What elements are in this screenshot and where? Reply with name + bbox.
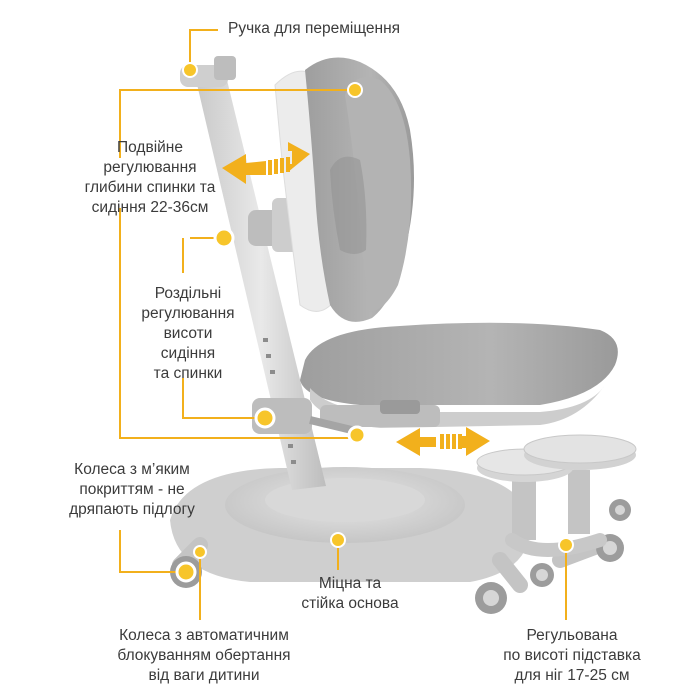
seat (300, 322, 618, 428)
double-arrow-icon (396, 427, 490, 456)
backrest (305, 57, 414, 322)
height-line-1: Роздільні (154, 285, 222, 302)
callout-lines (119, 29, 567, 620)
auto-lock-wheels-label: Колеса з автоматичним блокуванням оберта… (104, 626, 304, 686)
depth-line-4: сидіння 22-36см (91, 199, 209, 216)
soft-wheels-line-3: дряпають підлогу (69, 501, 195, 518)
soft-wheels-line-2: покриттям - не (79, 481, 185, 498)
base-line-1: Міцна та (318, 575, 382, 592)
handle-label: Ручка для переміщення (228, 19, 400, 39)
base-label: Міцна та стійка основа (288, 574, 412, 614)
auto-lock-line-1: Колеса з автоматичним (119, 627, 289, 644)
depth-adjust-label: Подвійне регулювання глибини спинки та с… (80, 138, 220, 218)
footrest-line-2: по висоті підставка (503, 647, 641, 664)
base-line-2: стійка основа (301, 595, 399, 612)
handle-text: Ручка для переміщення (228, 20, 401, 37)
soft-wheels-line-1: Колеса з м’яким (74, 461, 190, 478)
footrest-line-3: для ніг 17-25 см (514, 667, 630, 684)
height-adjust-label: Роздільні регулювання висоти сидіння та … (128, 284, 248, 384)
callout-dot-icon (175, 62, 574, 583)
footrest-line-1: Регульована (526, 627, 618, 644)
double-arrow-icon (222, 142, 310, 184)
depth-line-2: регулювання (103, 159, 197, 176)
height-line-2: регулювання (141, 305, 235, 322)
depth-line-3: глибини спинки та (84, 179, 216, 196)
depth-line-1: Подвійне (117, 139, 183, 156)
auto-lock-line-3: від ваги дитини (148, 667, 260, 684)
soft-wheels-label: Колеса з м’яким покриттям - не дряпають … (58, 460, 206, 520)
height-line-5: та спинки (153, 365, 223, 382)
auto-lock-line-2: блокуванням обертання (117, 647, 291, 664)
footrest-label: Регульована по висоті підставка для ніг … (492, 626, 652, 686)
height-line-4: сидіння (160, 345, 216, 362)
footrest (476, 434, 637, 557)
height-line-3: висоти (163, 325, 213, 342)
